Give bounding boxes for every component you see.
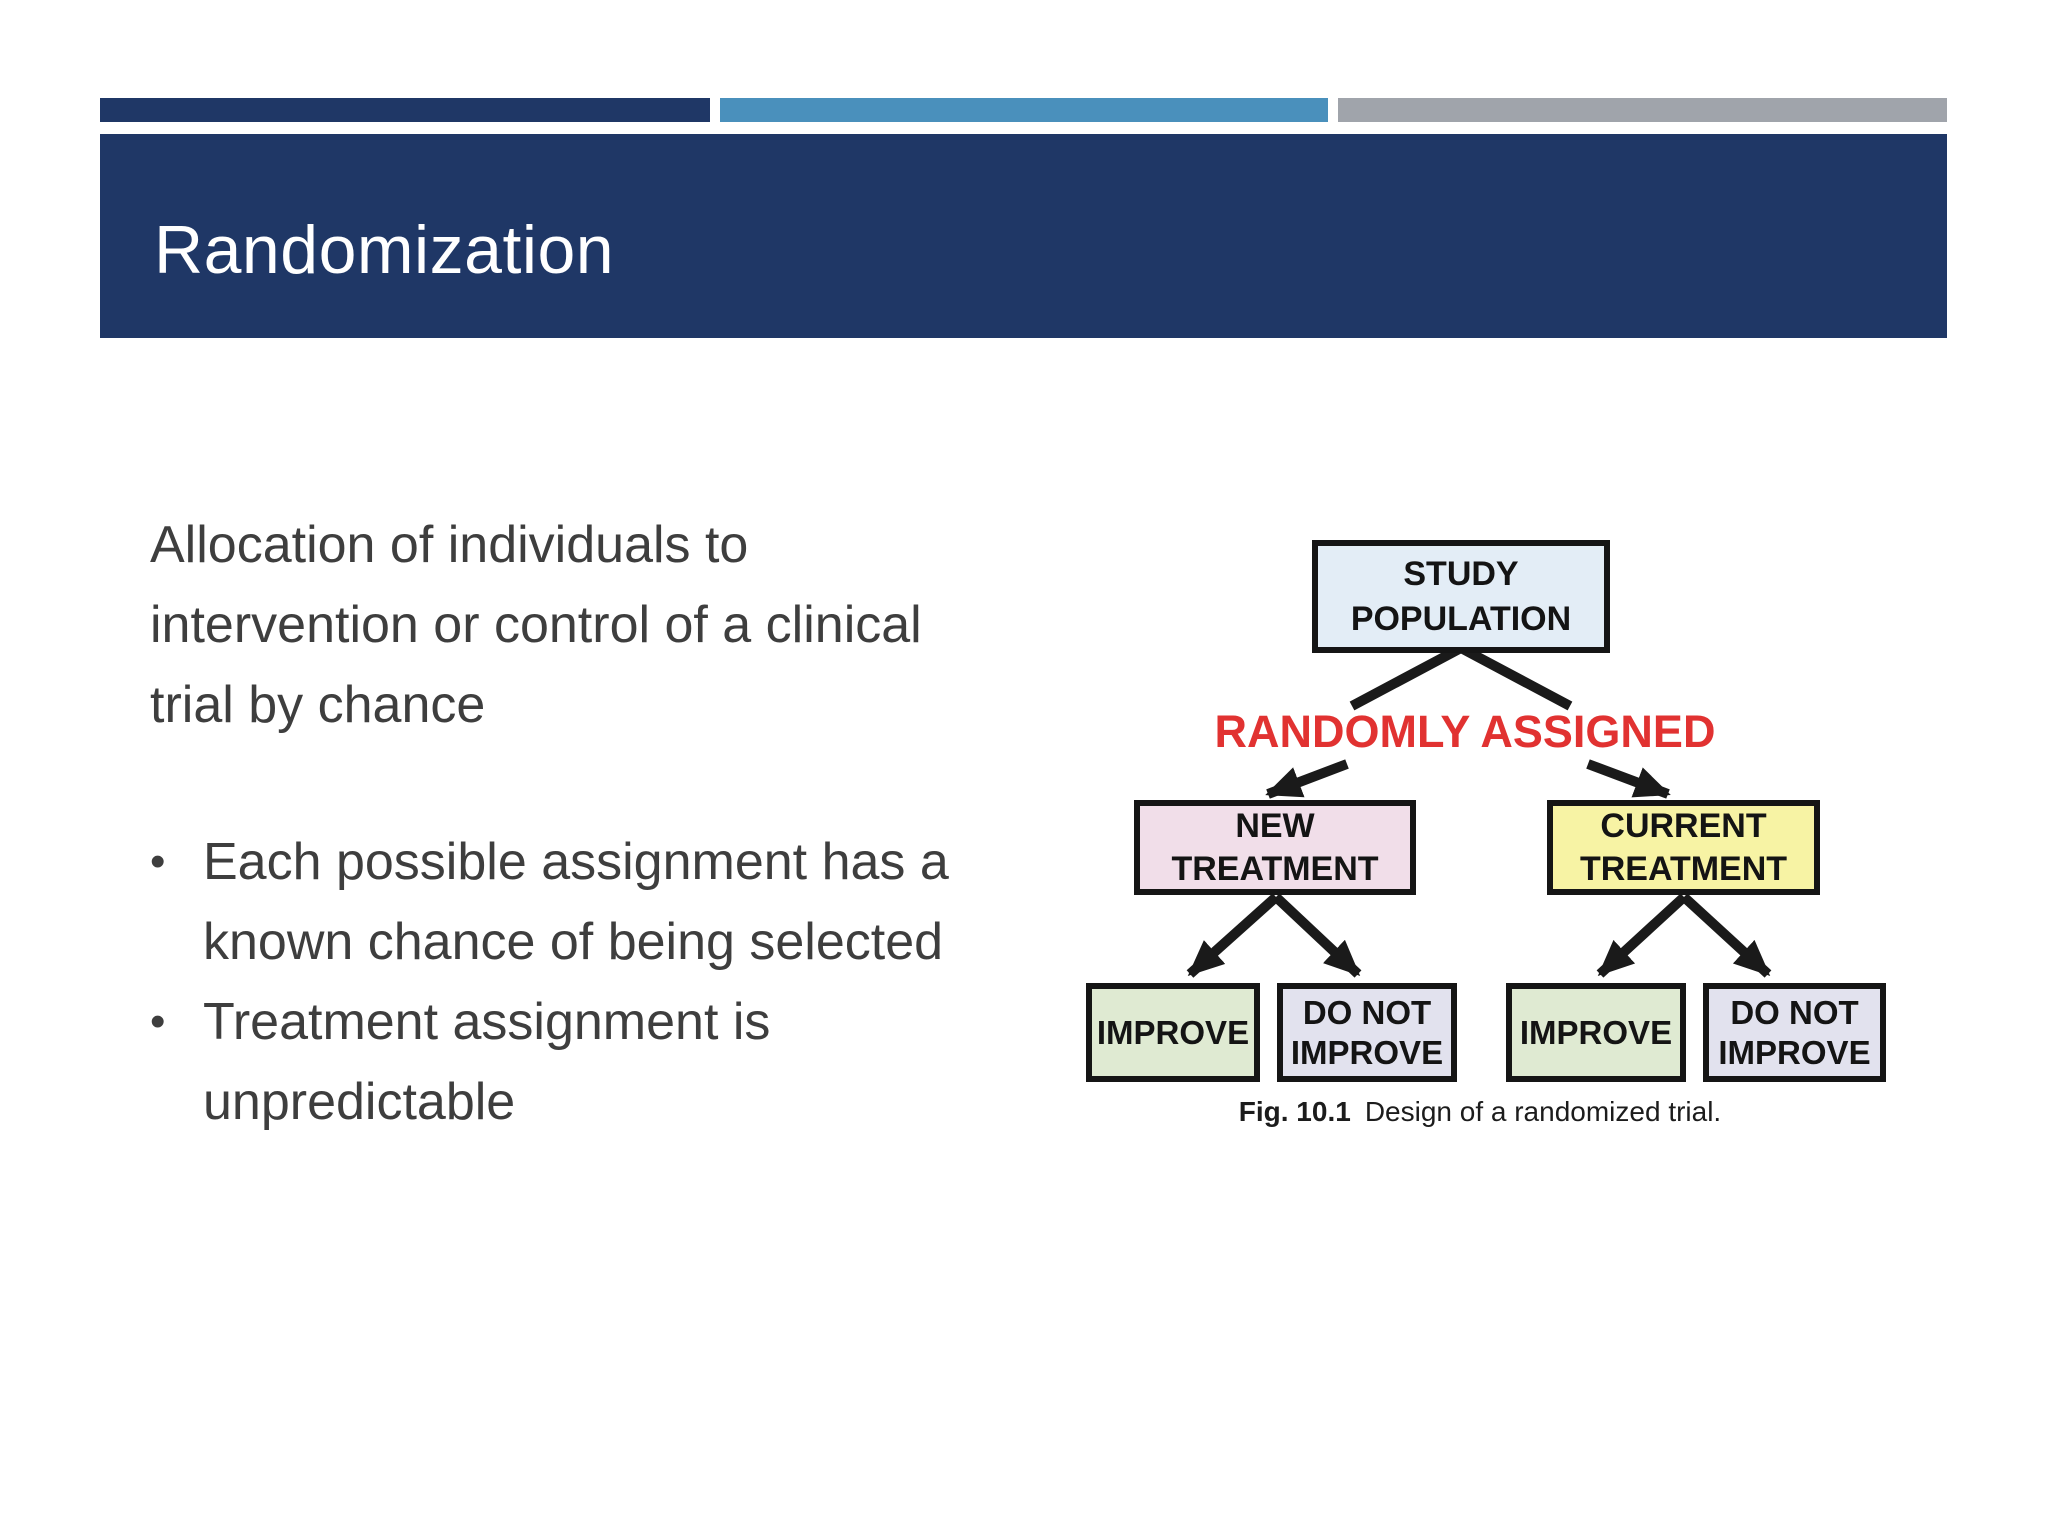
randomly-assigned-label: RANDOMLY ASSIGNED bbox=[1214, 706, 1716, 757]
node-study-population: STUDY POPULATION bbox=[1312, 540, 1610, 653]
arrow-to-new-treatment bbox=[1265, 759, 1349, 799]
arrow-new-to-improve bbox=[1186, 893, 1280, 978]
bullet-item: • Each possible assignment has a known c… bbox=[150, 822, 949, 982]
arrow-current-to-improve bbox=[1596, 893, 1688, 978]
node-do-not-improve-right: DO NOT IMPROVE bbox=[1703, 983, 1886, 1082]
arrow-to-current-treatment bbox=[1586, 759, 1671, 799]
node-improve-left: IMPROVE bbox=[1086, 983, 1260, 1082]
split-line bbox=[1349, 642, 1573, 711]
title-block: Randomization bbox=[100, 134, 1947, 338]
node-new-treatment: NEW TREATMENT bbox=[1134, 800, 1416, 895]
arrow-new-to-do-not-improve bbox=[1272, 893, 1362, 978]
bullet-text: Each possible assignment has a known cha… bbox=[203, 833, 949, 971]
figure-caption-number: Fig. 10.1 bbox=[1238, 1096, 1351, 1127]
bullet-icon: • bbox=[150, 837, 166, 886]
node-improve-right: IMPROVE bbox=[1506, 983, 1686, 1082]
page-title: Randomization bbox=[154, 212, 615, 288]
node-do-not-improve-left: DO NOT IMPROVE bbox=[1277, 983, 1457, 1082]
bullet-icon: • bbox=[150, 997, 166, 1046]
bullet-item: • Treatment assignment is unpredictable bbox=[150, 982, 770, 1142]
figure-caption-text: Design of a randomized trial. bbox=[1364, 1096, 1722, 1127]
flowchart-arrows bbox=[1186, 642, 1772, 978]
node-current-treatment: CURRENT TREATMENT bbox=[1547, 800, 1820, 895]
accent-bar-blue bbox=[720, 98, 1328, 122]
body-paragraph: Allocation of individuals to interventio… bbox=[150, 516, 922, 734]
accent-bar-navy bbox=[100, 98, 710, 122]
bullet-text: Treatment assignment is unpredictable bbox=[203, 993, 771, 1131]
accent-bar-gray bbox=[1338, 98, 1947, 122]
figure-caption: Fig. 10.1 Design of a randomized trial. bbox=[1180, 1096, 1780, 1128]
arrow-current-to-do-not-improve bbox=[1680, 893, 1772, 978]
